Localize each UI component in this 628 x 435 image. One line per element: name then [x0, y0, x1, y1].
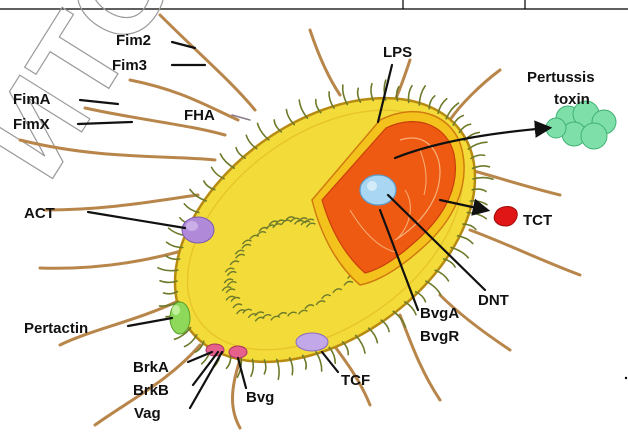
- label-bvga: BvgA: [420, 305, 459, 322]
- pilus: [299, 100, 307, 118]
- pilus: [467, 213, 486, 219]
- pilus: [264, 360, 266, 374]
- label-brka: BrkA: [133, 359, 169, 376]
- flagellum: [470, 170, 560, 195]
- pilus: [416, 292, 426, 302]
- label-act: ACT: [24, 205, 55, 222]
- label-pertactin: Pertactin: [24, 320, 88, 337]
- pilus: [468, 142, 487, 149]
- nucleoid: [360, 175, 396, 205]
- pilus: [160, 281, 177, 283]
- label-fha: FHA: [184, 107, 215, 124]
- label-pertussis-line2: toxin: [554, 91, 590, 108]
- flagellum: [233, 360, 241, 428]
- pilus: [204, 181, 215, 190]
- pilus: [356, 335, 365, 353]
- pilus: [451, 248, 468, 258]
- leader-act: [88, 212, 185, 228]
- tcf-protein: [296, 333, 328, 351]
- label-fim2: Fim2: [116, 32, 151, 49]
- label-bvg: Bvg: [246, 389, 274, 406]
- pilus: [220, 154, 234, 168]
- pilus: [369, 328, 378, 343]
- flagellum: [160, 15, 255, 110]
- tct-shape: [494, 207, 517, 226]
- pilus: [343, 85, 348, 105]
- label-pertussis-line1: Pertussis: [527, 69, 595, 86]
- pilus: [212, 167, 225, 179]
- pilus: [258, 123, 269, 139]
- pilus: [438, 99, 447, 114]
- label-fimx: FimX: [13, 116, 50, 133]
- flagellum: [450, 70, 500, 120]
- act-protein: [182, 217, 214, 243]
- pilus: [274, 120, 281, 132]
- label-tct: TCT: [523, 212, 552, 229]
- flagellum: [470, 230, 580, 275]
- pilus: [435, 270, 448, 281]
- pertussis-toxin-shape: [546, 101, 616, 149]
- pilus: [316, 100, 321, 113]
- pilus: [426, 281, 441, 295]
- pilus: [473, 178, 493, 180]
- flagellum: [40, 250, 185, 268]
- pilus: [184, 204, 199, 213]
- pilus: [316, 352, 322, 371]
- label-brkb: BrkB: [133, 382, 169, 399]
- label-fim3: Fim3: [112, 57, 147, 74]
- pilus: [236, 148, 245, 159]
- label-tcf: TCF: [341, 372, 370, 389]
- pilus: [381, 320, 389, 332]
- pilus: [286, 110, 294, 125]
- pilus: [419, 86, 425, 105]
- pilus: [405, 302, 416, 315]
- pilus: [458, 236, 473, 244]
- stray-dot: [625, 377, 627, 379]
- flagellum: [310, 30, 340, 95]
- pilus: [185, 335, 197, 347]
- label-dnt: DNT: [478, 292, 509, 309]
- pilus: [246, 135, 256, 148]
- label-vag: Vag: [134, 405, 161, 422]
- label-bvgr: BvgR: [420, 328, 459, 345]
- label-lps: LPS: [383, 44, 412, 61]
- label-fima: FimA: [13, 91, 51, 108]
- pilus: [459, 124, 470, 132]
- pilus: [453, 116, 463, 126]
